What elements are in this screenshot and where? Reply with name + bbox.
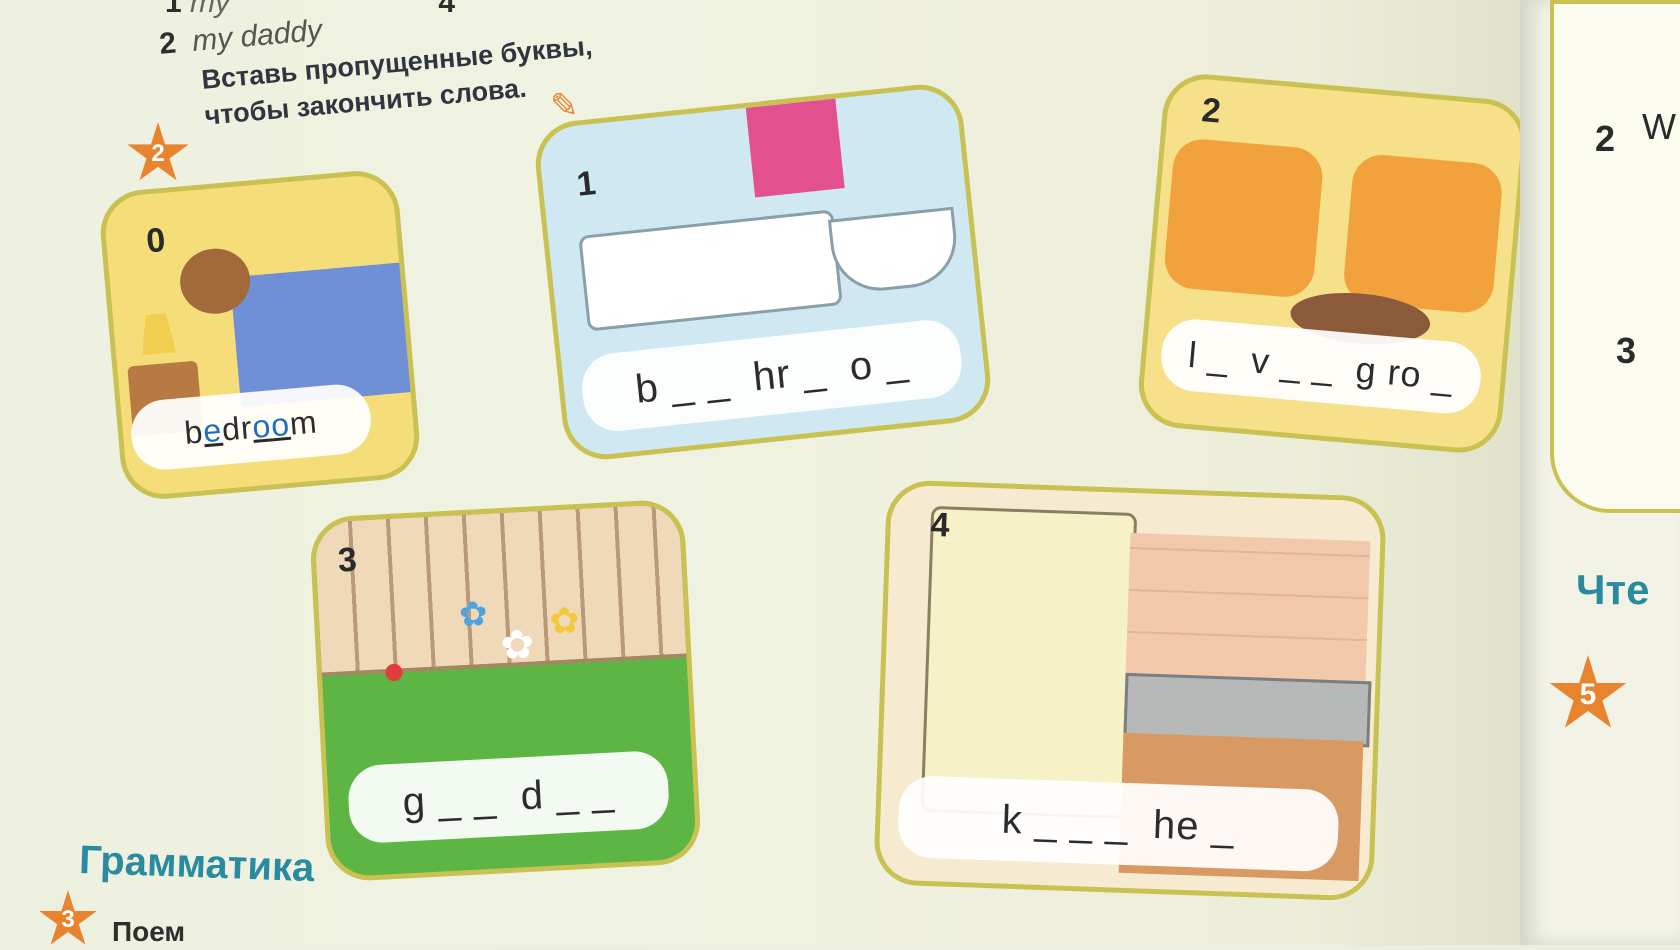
- card-number-3: 3: [336, 540, 358, 580]
- sink-shape: [827, 206, 962, 296]
- card-number-1: 1: [574, 164, 598, 204]
- word-box-4: k _ _ _ he _: [897, 775, 1340, 873]
- word-box-1: b _ _ hr _ o _: [578, 316, 965, 435]
- right-section-heading: Чте: [1576, 566, 1650, 613]
- flower-yellow-icon: ✿: [548, 599, 581, 642]
- bathtub-shape: [578, 209, 843, 332]
- word-box-2: l _ v _ _ g ro _: [1158, 316, 1484, 417]
- left-page: 1 my 4 2 my daddy 2 Вставь пропущенные б…: [0, 0, 1530, 947]
- word-box-3: g _ _ d _ _: [346, 749, 671, 845]
- card-number-0: 0: [144, 220, 167, 261]
- flower-icon: ✿: [499, 622, 536, 669]
- card-number-2: 2: [1200, 91, 1223, 131]
- armchair-right-shape: [1341, 152, 1505, 316]
- mushroom-icon: ●: [380, 648, 408, 694]
- card-garden: ● ✿ ✿ ✿ 3 g _ _ d _ _: [308, 498, 703, 883]
- pencil-mark-icon: ✎: [550, 87, 579, 125]
- card-bathroom: 1 b _ _ hr _ o _: [531, 80, 995, 464]
- prev-num-2: 2: [158, 26, 178, 61]
- prev-text-2: my daddy: [190, 13, 324, 58]
- flower-blue-icon: ✿: [458, 594, 489, 635]
- card-number-4: 4: [929, 505, 951, 545]
- right-frame: [1550, 0, 1680, 513]
- prev-line-1: 1 my 4: [165, 0, 455, 20]
- task-number-star: 2: [127, 122, 189, 181]
- right-page: 2 W 3 Чте 5: [1520, 0, 1680, 945]
- tiles-shape: [1125, 532, 1371, 682]
- card-kitchen: 4 k _ _ _ he _: [873, 479, 1387, 902]
- right-task-number: 5: [1579, 678, 1597, 711]
- armchair-left-shape: [1162, 136, 1325, 300]
- card-living-room: 2 l _ v _ _ g ro _: [1135, 70, 1530, 457]
- section-title-grammar: Грамматика: [78, 838, 316, 891]
- prev-text-1: my: [190, 0, 231, 19]
- prev-num-1: 1: [165, 0, 182, 19]
- right-task-star: 5: [1549, 655, 1627, 728]
- right-item-3-num: 3: [1616, 330, 1637, 371]
- lamp-icon: [139, 313, 176, 356]
- next-task-text: Поем: [112, 916, 186, 947]
- right-item-2-text: W: [1642, 106, 1676, 147]
- fridge-shape: [920, 505, 1138, 819]
- next-task-number: 3: [61, 906, 75, 933]
- word-0-end: m: [288, 402, 319, 442]
- towel-shape: [745, 98, 845, 198]
- task-number: 2: [151, 140, 165, 167]
- word-0-mid: dr: [220, 408, 254, 448]
- next-task-star: 3: [39, 890, 97, 945]
- prev-num-4: 4: [438, 0, 456, 19]
- card-bedroom: 0 b e dr o o m: [97, 167, 423, 503]
- right-item-2-num: 2: [1595, 118, 1616, 159]
